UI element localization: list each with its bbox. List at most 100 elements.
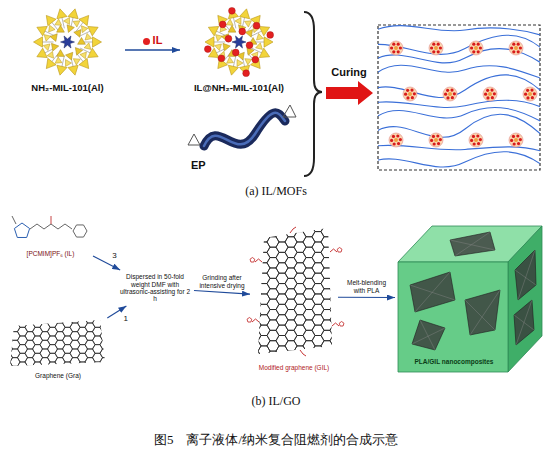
carbon-hexagon: [108, 353, 118, 362]
mof-tetrahedron: [73, 59, 80, 65]
mof-tetrahedron: [78, 38, 86, 45]
carbon-hexagon: [249, 237, 261, 247]
grafted-ionic-liquid: [332, 322, 344, 327]
ionic-liquid-dot: [243, 70, 250, 77]
ionic-liquid-dot: [413, 92, 416, 95]
carbon-hexagon: [321, 226, 333, 236]
carbon-hexagon: [10, 366, 20, 375]
cluster-body: [403, 87, 417, 101]
ionic-liquid-structure: [PCMIM]PF₆ (IL): [8, 210, 93, 258]
carbon-hexagon: [330, 263, 342, 273]
carbon-hexagon: [267, 216, 279, 226]
cluster-body: [469, 41, 483, 55]
carbon-hexagon: [55, 314, 65, 323]
mof-tetrahedron: [257, 33, 264, 40]
ionic-liquid-dot: [397, 50, 400, 53]
carbon-hexagon: [100, 340, 110, 349]
mof-cluster: [509, 41, 523, 55]
cluster-core: [474, 46, 478, 50]
carbon-hexagon: [240, 232, 252, 242]
ionic-liquid-dot: [432, 50, 435, 53]
epoxy-highlight: [204, 113, 285, 146]
ionic-liquid-dot: [397, 43, 400, 46]
mof-tetrahedron: [67, 25, 74, 33]
cluster-body: [509, 133, 523, 147]
ionic-liquid-dot: [451, 96, 454, 99]
mof-cluster: [469, 133, 483, 147]
carbon-hexagon: [249, 299, 261, 309]
nanocomposite: PLA/GIL nanocomposites: [395, 222, 545, 374]
carbon-hexagon: [108, 371, 118, 380]
mof-cluster: [403, 87, 417, 101]
ionic-liquid-dot: [239, 28, 246, 35]
carbon-hexagon: [100, 349, 110, 358]
ionic-liquid-dot: [477, 50, 480, 53]
polymer-chain: [378, 75, 540, 98]
flake-texture: [450, 240, 495, 250]
imidazolium-ring: [247, 318, 252, 323]
mof-tetrahedron: [215, 44, 222, 51]
process-arrow: [194, 291, 250, 295]
carbon-hexagon: [108, 336, 118, 345]
mof-tetrahedron: [79, 58, 89, 68]
ionic-liquid-dot: [526, 96, 529, 99]
mof-tetrahedron: [57, 9, 67, 19]
mof-tetrahedron: [75, 48, 82, 56]
ionic-liquid-dot: [252, 56, 259, 63]
ionic-liquid-dot: [433, 142, 436, 145]
carbon-hexagon: [285, 216, 297, 226]
carbon-hexagon: [70, 306, 80, 315]
modified-graphene: Modified graphene (GIL): [250, 222, 338, 372]
ionic-liquid-dot: [204, 46, 211, 53]
carbon-hexagon: [303, 216, 315, 226]
carbon-hexagon: [0, 358, 5, 367]
mof-tetrahedron: [37, 48, 47, 57]
ionic-liquid-dot: [512, 50, 515, 53]
curly-bracket: [304, 12, 322, 176]
carbon-hexagon: [240, 315, 252, 325]
carbon-hexagon: [0, 323, 5, 332]
cluster-body: [389, 41, 403, 55]
mof-structure: NH₂-MIL-101(Al): [10, 4, 125, 96]
node-label: [PCMIM]PF₆ (IL): [27, 250, 75, 257]
carbon-hexagon: [249, 216, 261, 226]
carbon-hexagon: [321, 278, 333, 288]
carbon-hexagon: [0, 340, 5, 349]
carbon-hexagon: [240, 304, 252, 314]
mof-tetrahedron: [74, 30, 81, 38]
carbon-hexagon: [108, 327, 118, 336]
ionic-liquid-dot: [267, 32, 274, 39]
mof-tetrahedron: [43, 44, 50, 51]
ionic-liquid-dot: [396, 134, 399, 137]
ionic-liquid-dot: [399, 138, 402, 141]
polymer-chain: [378, 26, 540, 36]
ionic-liquid-dot: [406, 96, 409, 99]
ionic-liquid-dot: [404, 93, 407, 96]
flake-texture: [455, 232, 490, 256]
carbon-hexagon: [240, 252, 252, 262]
grafted-ionic-liquid: [250, 258, 262, 263]
ionic-liquid-dot: [473, 142, 476, 145]
mof-core: [232, 36, 246, 48]
carbon-hexagon: [249, 258, 261, 268]
node-label: Dispersed in 50-fold weight DMF with ult…: [118, 273, 192, 303]
imidazolium-ring: [14, 223, 29, 237]
mof-tetrahedron: [228, 25, 236, 32]
epoxide-ring: [188, 134, 200, 145]
ionic-liquid-dot: [526, 89, 529, 92]
polymer-chain: [378, 152, 540, 167]
ionic-liquid-dot: [411, 96, 414, 99]
ionic-liquid-dot: [397, 142, 400, 145]
mof-tetrahedron: [245, 59, 252, 65]
ionic-liquid-dot: [390, 139, 393, 142]
mof-structure: IL@NH₂-MIL-101(Al): [180, 4, 298, 96]
carbonyl-bond: [51, 216, 52, 224]
mof-cluster: [429, 41, 443, 55]
mof-cluster: [523, 87, 537, 101]
ionic-liquid-molecule: [12, 216, 87, 237]
carbon-hexagon: [18, 310, 28, 319]
carbon-hexagon: [93, 319, 103, 328]
ionic-liquid-dot: [393, 142, 396, 145]
